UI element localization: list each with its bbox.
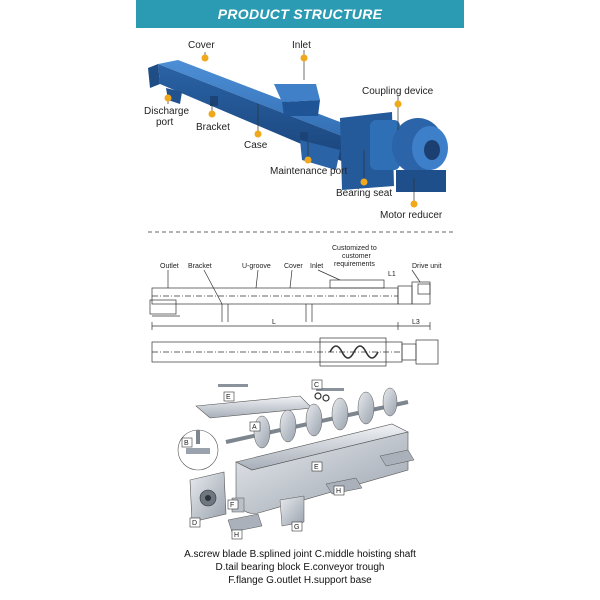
drawing-dim-l3: L3 [412,319,420,326]
part-tag-f: F [230,502,234,509]
part-cover-plate [195,395,313,419]
label-maintenance-port: Maintenance port [270,166,347,177]
drawing-label-drive-unit: Drive unit [412,263,442,270]
label-cover: Cover [188,40,215,51]
drawing-label-inlet: Inlet [310,263,323,270]
drawing-label-outlet: Outlet [160,263,179,270]
inlet-top [274,84,320,102]
part-tag-h-left: H [234,532,239,539]
part-tag-d: D [192,520,197,527]
drawing-label-bracket: Bracket [188,263,212,270]
drawing-label-cover: Cover [284,263,303,270]
label-discharge-1: Discharge [144,106,189,117]
motor-base [396,170,446,192]
coupling-housing [370,120,400,170]
parts-legend: A.screw blade B.splined joint C.middle h… [150,548,450,587]
label-motor-reducer: Motor reducer [380,210,443,221]
label-inlet: Inlet [292,40,311,51]
part-tag-e-trough: E [314,464,319,471]
drawing-label-custom-3: requirements [334,261,375,268]
drawing-dim-l: L [272,319,276,326]
drawing-label-custom-2: customer [342,253,371,260]
legend-line-3: F.flange G.outlet H.support base [228,575,372,586]
part-tag-e-cover: E [226,394,231,401]
maintenance-port [300,140,340,170]
label-coupling-device: Coupling device [362,86,434,97]
label-bracket: Bracket [196,122,230,133]
callout-dots [164,54,418,208]
drawing-label-ugroove: U-groove [242,263,271,270]
part-tag-b: B [184,440,189,447]
label-discharge-2: port [156,117,173,128]
bracket-mid [300,132,308,142]
part-tag-a: A [252,424,257,431]
label-case: Case [244,140,268,151]
label-bearing-seat: Bearing seat [336,188,392,199]
section-banner: PRODUCT STRUCTURE [136,0,464,28]
part-support-base-left [227,513,263,533]
part-tag-g: G [294,524,299,531]
discharge-end [148,64,160,88]
bracket-left [210,96,218,106]
part-tag-c: C [314,382,319,389]
part-tag-h-right: H [336,488,341,495]
legend-line-1: A.screw blade B.splined joint C.middle h… [184,549,416,560]
conveyor-3d-illustration [148,60,448,192]
part-outlet [279,495,305,527]
banner-title: PRODUCT STRUCTURE [217,6,383,22]
technical-drawing [149,269,439,367]
legend-line-2: D.tail bearing block E.conveyor trough [215,562,385,573]
inlet-front [282,100,320,116]
part-hoisting-shaft [218,384,248,387]
drawing-dim-l1: L1 [388,271,396,278]
part-tags: E C A B E H D F H G [181,379,345,540]
exploded-parts-view [177,384,415,533]
drawing-label-custom-1: Customized to [332,245,377,252]
